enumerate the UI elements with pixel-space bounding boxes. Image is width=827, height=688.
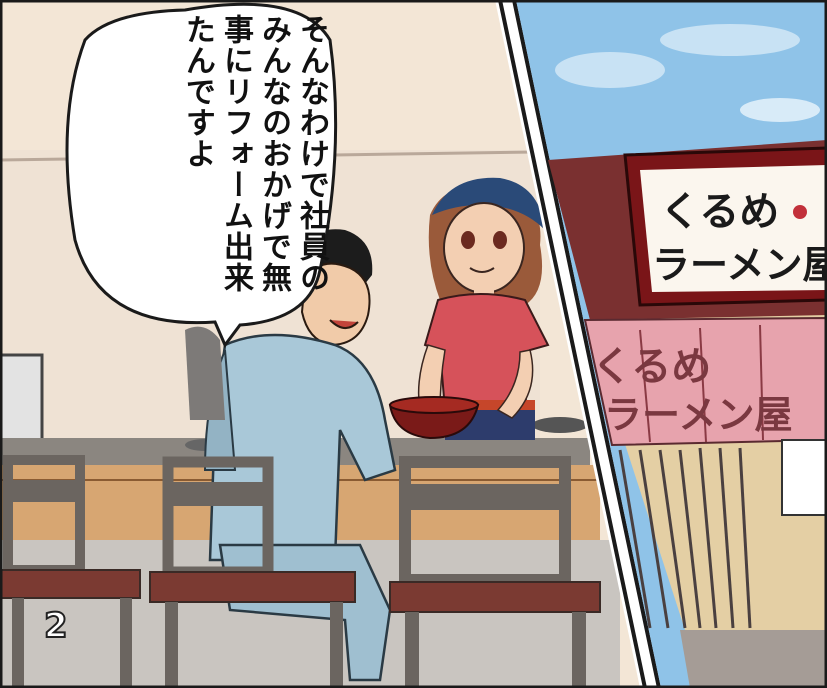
- sign-stamp-icon: [793, 205, 807, 219]
- speech-bubble: [65, 2, 338, 348]
- back-window: [0, 353, 44, 447]
- right-panel-storefront: [516, 0, 827, 688]
- page-number: 2: [43, 605, 69, 647]
- menu-board: [781, 439, 827, 516]
- sidewalk: [680, 630, 827, 688]
- chairs: [0, 455, 601, 688]
- speech-bubble-text: そんなわけで社員のみんなのおかげで無事にリフォーム出来たんですよ: [180, 14, 329, 293]
- shop-sign-line2: ラーメン屋: [652, 243, 827, 287]
- waitress: [388, 177, 550, 440]
- shop-sign-line1: くるめ: [660, 189, 779, 235]
- shop-sign: [640, 165, 827, 292]
- noren-curtain: [583, 316, 827, 447]
- noren-line2: ラーメン屋: [604, 393, 792, 437]
- noren-line1: くるめ: [592, 344, 711, 390]
